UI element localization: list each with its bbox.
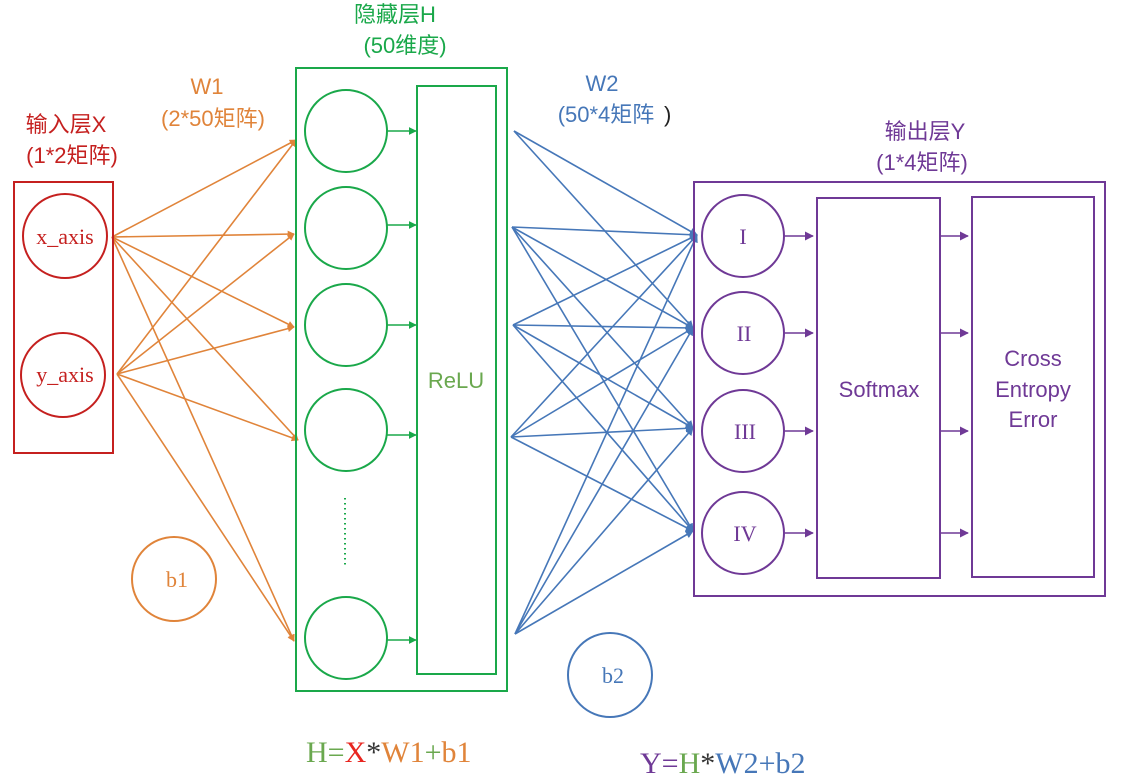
input-layer: 输入层X (1*2矩阵) x_axis y_axis bbox=[13, 112, 118, 454]
formula-h-b: b1 bbox=[442, 736, 472, 769]
w2-edge-2-1 bbox=[512, 323, 694, 332]
formula-h-eq: = bbox=[328, 736, 345, 769]
formula-h-h: H bbox=[306, 736, 328, 769]
w1-edge-0-3 bbox=[111, 236, 299, 441]
formula-h-w: W1 bbox=[381, 736, 424, 769]
output-node-4 bbox=[701, 491, 785, 575]
w2-connections bbox=[510, 130, 698, 635]
w2-subtitle: (50*4矩阵 bbox=[558, 102, 655, 127]
formula-y-y: Y bbox=[640, 747, 662, 780]
w1-subtitle: (2*50矩阵) bbox=[161, 106, 265, 131]
w2-edge-4-1 bbox=[514, 327, 694, 635]
input-node-x-label: x_axis bbox=[36, 224, 93, 249]
input-node-x bbox=[22, 193, 108, 279]
softmax-label: Softmax bbox=[839, 377, 920, 402]
w1-edge-1-1 bbox=[116, 233, 295, 375]
w2-edge-3-0 bbox=[510, 234, 698, 438]
hidden-layer: 隐藏层H (50维度) ReLU bbox=[295, 2, 508, 692]
w1-title: W1 bbox=[191, 74, 224, 99]
w2-edge-0-0 bbox=[513, 130, 698, 236]
w1-edge-0-1 bbox=[111, 230, 295, 238]
hidden-node-3 bbox=[304, 283, 388, 367]
output-node-1 bbox=[701, 194, 785, 278]
input-layer-box bbox=[13, 181, 114, 454]
output-node-4-label: IV bbox=[733, 521, 756, 546]
output-node-3 bbox=[701, 389, 785, 473]
w1-edge-1-0 bbox=[116, 139, 297, 375]
output-node-1-label: I bbox=[739, 224, 746, 249]
formula-y-star: * bbox=[700, 747, 715, 780]
hidden-node-2 bbox=[304, 186, 388, 270]
w2-edge-2-0 bbox=[512, 234, 698, 326]
w1-edge-1-2 bbox=[116, 325, 295, 375]
bias-b2-node bbox=[567, 632, 653, 718]
formula-y-b: b2 bbox=[776, 747, 806, 780]
formula-h-plus: + bbox=[425, 736, 442, 769]
w2-edge-1-3 bbox=[511, 226, 694, 532]
w1-connections bbox=[111, 139, 299, 642]
hidden-node-1 bbox=[304, 89, 388, 173]
hidden-node-4 bbox=[304, 388, 388, 472]
input-layer-title: 输入层X bbox=[26, 112, 107, 137]
w2-edge-3-1 bbox=[510, 327, 694, 438]
w2-subtitle-close: ) bbox=[664, 102, 671, 127]
output-node-2-label: II bbox=[737, 321, 752, 346]
loss-box bbox=[971, 196, 1095, 578]
formula-h-x: X bbox=[345, 736, 367, 769]
formula-y-h: H bbox=[679, 747, 701, 780]
formula-y: Y=H*W2+b2 bbox=[640, 747, 806, 780]
hidden-node-50 bbox=[304, 596, 388, 680]
loss-label-line-2: Entropy bbox=[995, 377, 1071, 402]
w1-edge-0-2 bbox=[111, 236, 295, 328]
relu-label: ReLU bbox=[428, 368, 484, 393]
output-layer-title: 输出层Y bbox=[885, 119, 966, 144]
w1-edge-0-4 bbox=[111, 236, 295, 642]
w2-edge-0-1 bbox=[513, 130, 694, 329]
w2-edge-3-2 bbox=[510, 424, 694, 438]
formula-h-star: * bbox=[366, 736, 381, 769]
w2-edge-2-2 bbox=[512, 324, 694, 429]
loss-label-line-3: Error bbox=[1009, 407, 1058, 432]
formula-y-eq: = bbox=[662, 747, 679, 780]
hidden-layer-box bbox=[295, 67, 508, 692]
bias-b1-node bbox=[131, 536, 217, 622]
w2-title: W2 bbox=[586, 71, 619, 96]
softmax-box bbox=[816, 197, 941, 579]
w1-edge-0-0 bbox=[111, 139, 297, 238]
formula-y-plus: + bbox=[759, 747, 776, 780]
input-node-y bbox=[20, 332, 106, 418]
input-node-y-label: y_axis bbox=[36, 362, 93, 387]
output-layer-box bbox=[693, 181, 1106, 597]
hidden-layer-title: 隐藏层H bbox=[354, 2, 436, 27]
bias-b1-label: b1 bbox=[166, 567, 188, 592]
w2-edge-4-0 bbox=[514, 234, 698, 635]
hidden-layer-subtitle: (50维度) bbox=[363, 33, 446, 58]
bias-b2-label: b2 bbox=[602, 663, 624, 688]
w2-edge-2-3 bbox=[512, 324, 694, 532]
input-layer-subtitle: (1*2矩阵) bbox=[26, 143, 118, 168]
output-node-2 bbox=[701, 291, 785, 375]
w2-edge-1-2 bbox=[511, 226, 694, 429]
w2-edge-1-0 bbox=[511, 226, 698, 239]
output-layer: 输出层Y (1*4矩阵) I II III IV Softmax Cross E… bbox=[693, 119, 1106, 597]
formula-y-w: W2 bbox=[715, 747, 758, 780]
loss-label-line-1: Cross bbox=[1004, 346, 1061, 371]
w2-edge-4-3 bbox=[514, 530, 694, 635]
output-node-3-label: III bbox=[734, 419, 756, 444]
w1-edge-1-4 bbox=[116, 373, 295, 642]
output-layer-subtitle: (1*4矩阵) bbox=[876, 150, 968, 175]
w2-edge-4-2 bbox=[514, 427, 694, 635]
w1-edge-1-3 bbox=[116, 373, 299, 442]
relu-box bbox=[416, 85, 497, 675]
formula-h: H=X*W1+b1 bbox=[306, 736, 472, 769]
